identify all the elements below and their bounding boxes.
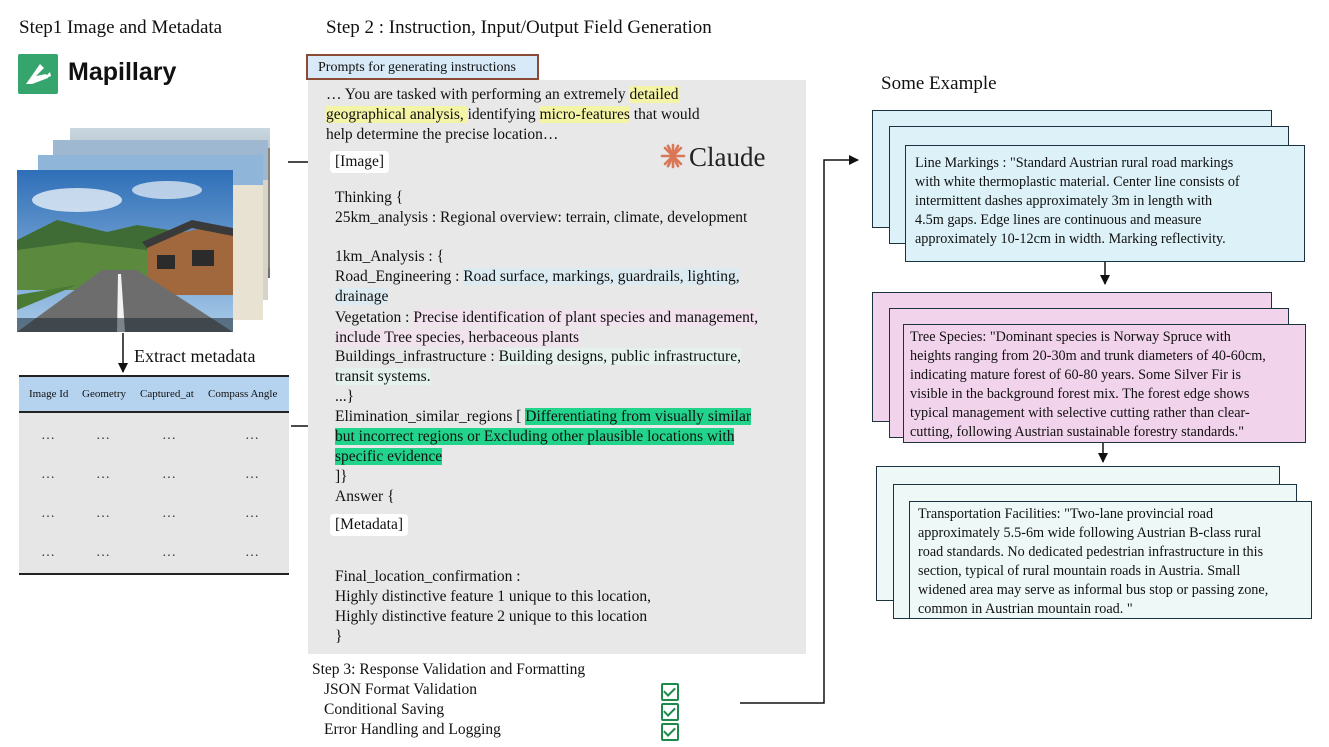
analysis-25km: 25km_analysis : Regional overview: terra… [335,209,748,226]
final-feature-1: Highly distinctive feature 1 unique to t… [335,588,651,605]
card-line: approximately 10-12cm in width. Marking … [915,231,1226,247]
buildings-line1: Buildings_infrastructure : Building desi… [335,348,741,365]
column-header: Image Id [29,388,69,400]
table-cell: … [245,428,259,443]
elimination-line2: but incorrect regions or Excluding other… [335,428,735,445]
card-line: Line Markings : "Standard Austrian rural… [915,155,1234,171]
card-line: cutting, following Austrian sustainable … [910,424,1245,440]
thinking-open: Thinking { [335,189,404,206]
mapillary-logo-icon [18,54,58,94]
step1-title: Step1 Image and Metadata [19,17,223,38]
final-location-key: Final_location_confirmation : [335,568,521,585]
final-feature-2: Highly distinctive feature 2 unique to t… [335,608,648,625]
card-line: typical management with selective cuttin… [910,405,1250,421]
close-brace-1: ...} [335,388,355,405]
table-cell: … [245,506,259,521]
prompt-tab: Prompts for generating instructions [306,54,539,80]
table-cell: … [96,428,110,443]
card-line: widened area may serve as informal bus s… [918,582,1269,598]
claude-logo-text: Claude [689,142,766,172]
close-brace-2: ]} [335,468,348,485]
card-line: 4.5m gaps. Edge lines are continuous and… [915,212,1202,228]
analysis-1km: 1km_Analysis : { [335,248,445,265]
metadata-table: Image Id Geometry Captured_at Compass An… [19,375,289,575]
prompt-intro-line2: geographical analysis, identifying micro… [326,106,700,123]
table-cell: … [41,545,55,560]
prompt-intro-line1: … You are tasked with performing an extr… [326,86,679,103]
card-line: Tree Species: "Dominant species is Norwa… [910,329,1231,345]
table-cell: … [96,545,110,560]
image-tag: [Image] [330,151,390,173]
street-photo-front [17,170,233,332]
step3-item: Conditional Saving [324,701,445,718]
table-cell: … [245,545,259,560]
column-header: Captured_at [140,388,194,400]
table-cell: … [245,467,259,482]
card-line: common in Austrian mountain road. " [918,601,1133,617]
step3-item: Error Handling and Logging [324,721,501,738]
table-cell: … [96,506,110,521]
step3-title: Step 3: Response Validation and Formatti… [312,661,586,678]
example-card-tree-species: Tree Species: "Dominant species is Norwa… [903,324,1306,443]
elimination-line1: Elimination_similar_regions [ Differenti… [335,408,751,425]
card-line: indicating mature forest of 60-80 years.… [910,367,1241,383]
card-line: Transportation Facilities: "Two-lane pro… [918,506,1214,522]
extract-metadata-label: Extract metadata [134,346,256,366]
checkbox-checked-icon [661,683,679,701]
prompt-intro-line3: help determine the precise location… [326,126,559,143]
example-card-line-markings: Line Markings : "Standard Austrian rural… [905,145,1305,262]
table-cell: … [41,506,55,521]
prompt-panel [308,80,806,654]
step2-title: Step 2 : Instruction, Input/Output Field… [326,17,712,38]
examples-title: Some Example [881,73,997,94]
checkbox-checked-icon [661,723,679,741]
column-header: Geometry [82,388,126,400]
metadata-table-header: Image Id Geometry Captured_at Compass An… [19,377,289,413]
checkbox-checked-icon [661,703,679,721]
mapillary-logo-text: Mapillary [68,58,177,86]
column-header: Compass Angle [208,388,278,400]
vegetation-line2: include Tree species, herbaceous plants [335,329,580,346]
table-cell: … [41,428,55,443]
table-cell: … [41,467,55,482]
road-engineering-line1: Road_Engineering : Road surface, marking… [335,268,740,285]
card-line: visible in the background forest mix. Th… [910,386,1250,402]
buildings-line2: transit systems. [335,368,431,385]
card-line: section, typical of rural mountain roads… [918,563,1241,579]
card-line: with white thermoplastic material. Cente… [915,174,1240,190]
elimination-line3: specific evidence [335,448,443,465]
table-cell: … [162,506,176,521]
claude-starburst-icon [660,143,686,169]
table-cell: … [96,467,110,482]
vegetation-line1: Vegetation : Precise identification of p… [335,309,759,326]
card-line: approximately 5.5-6m wide following Aust… [918,525,1262,541]
example-card-transportation: Transportation Facilities: "Two-lane pro… [909,501,1312,619]
card-line: intermittent dashes approximately 3m in … [915,193,1213,209]
answer-open: Answer { [335,488,395,505]
table-cell: … [162,428,176,443]
step3-item: JSON Format Validation [324,681,477,698]
close-brace-3: } [335,628,343,645]
claude-logo: Claude [660,142,765,173]
card-line: road standards. No dedicated pedestrian … [918,544,1264,560]
table-cell: … [162,467,176,482]
metadata-tag: [Metadata] [330,514,408,536]
table-cell: … [162,545,176,560]
road-engineering-line2: drainage [335,288,389,305]
card-line: heights ranging from 20-30m and trunk di… [910,348,1266,364]
prompt-tab-label: Prompts for generating instructions [318,60,516,75]
